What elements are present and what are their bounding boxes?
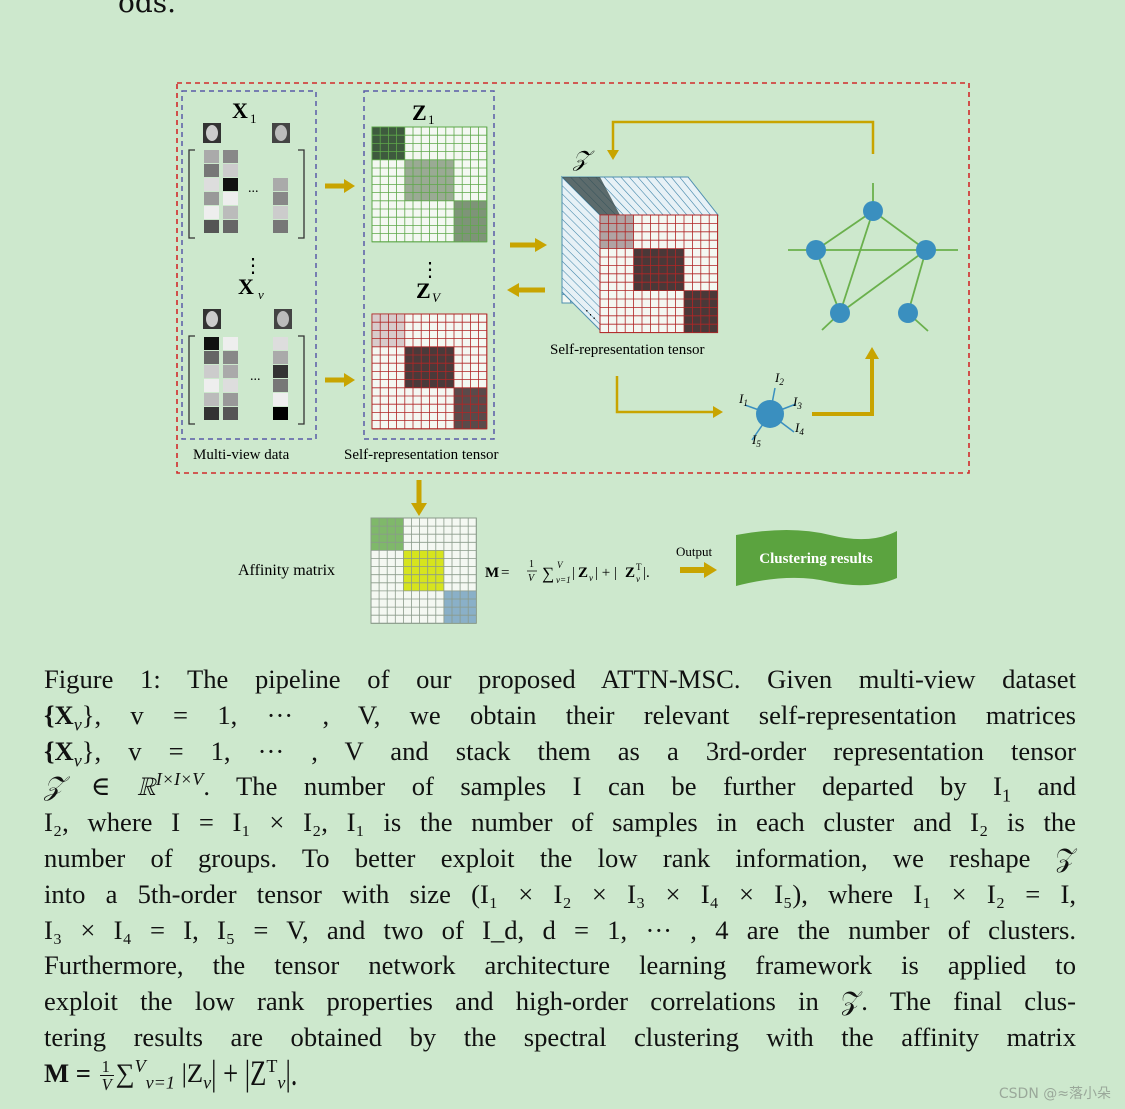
loop-arrowhead-top (607, 150, 619, 160)
svg-text:|: | (572, 565, 575, 581)
caption-line-2: {Xv}, v = 1, ··· , V, we obtain their re… (44, 699, 1076, 735)
svg-text:∑: ∑ (542, 564, 554, 583)
arrowhead-up (865, 347, 879, 359)
selfrep-frame (363, 90, 495, 440)
svg-text:T: T (636, 562, 642, 572)
graph-nodes (806, 201, 936, 323)
svg-text:| + |: | + | (595, 565, 617, 581)
figure-caption: Figure 1: The pipeline of our proposed A… (44, 662, 1076, 1093)
self-representation-tensor-cube: ⋱ (560, 175, 720, 334)
z1-label: Z (412, 100, 427, 125)
selfrep-caption-left: Self-representation tensor (344, 447, 499, 463)
caption-line-1: Figure 1: The pipeline of our proposed A… (44, 664, 1076, 694)
arrow-up-to-graph (812, 357, 874, 416)
affinity-formula: M = 1 V ∑ V v=1 | Z v | + | Z T v |. (485, 559, 650, 585)
z1-sub: 1 (428, 112, 435, 127)
svg-text:v=1: v=1 (556, 575, 571, 585)
data-column-cells (204, 150, 288, 420)
caption-line-7: into a 5th-order tensor with size (I₁ × … (44, 878, 1076, 909)
caption-line-8: I₃ × I₄ = I, I₅ = V, and two of I_d, d =… (44, 914, 1076, 945)
clustering-results-label: Clustering results (759, 551, 873, 567)
caption-line-9: Furthermore, the tensor network architec… (44, 950, 1076, 981)
svg-text:1: 1 (529, 559, 534, 570)
multiview-matrix-1 (188, 149, 305, 425)
svg-text:I5: I5 (751, 432, 761, 449)
arrow-to-tn (615, 376, 715, 414)
svg-text:I4: I4 (794, 420, 804, 437)
svg-text:⋱: ⋱ (585, 309, 596, 321)
tensor-network-node (744, 387, 797, 441)
svg-text:=: = (501, 565, 509, 581)
arrow-right-icon (325, 183, 537, 383)
arrowheads (344, 179, 547, 387)
zv-sub: V (432, 290, 442, 305)
ellipsis-2: ... (250, 369, 261, 384)
pipeline-figure: X 1 ... ... ⋮ X v Z 1 ⋮ Z V ⋱ Multi-view… (176, 82, 970, 624)
caption-line-3: {Xv}, v = 1, ··· , V and stack them as a… (44, 735, 1076, 770)
watermark: CSDN @≈落小朵 (998, 1086, 1111, 1102)
caption-line-11: tering results are obtained by the spect… (44, 1021, 1076, 1052)
caption-line-6: number of groups. To better exploit the … (44, 842, 1076, 873)
ellipsis-1: ... (248, 181, 259, 196)
multiview-caption: Multi-view data (193, 447, 290, 463)
clustering-results-banner (736, 530, 897, 586)
svg-text:V: V (528, 573, 536, 584)
svg-text:I3: I3 (792, 394, 802, 411)
arrowhead-to-tn (713, 406, 723, 418)
svg-text:v: v (589, 573, 593, 583)
output-arrowhead (704, 562, 717, 578)
loop-arrow-top (611, 120, 875, 154)
zv-label: Z (416, 278, 431, 303)
arrowhead-down (411, 503, 427, 516)
output-label: Output (676, 544, 713, 559)
xv-sub: v (258, 287, 264, 302)
svg-text:|.: |. (643, 565, 650, 581)
svg-text:I1: I1 (738, 391, 748, 408)
affinity-label: Affinity matrix (238, 562, 335, 579)
x1-sub: 1 (250, 111, 257, 126)
previous-text-fragment: ods. (118, 0, 177, 19)
zv-grid (371, 313, 488, 430)
outer-dashed-frame (176, 82, 970, 474)
svg-text:M: M (485, 565, 499, 581)
svg-text:Z: Z (625, 565, 635, 581)
face-icon (203, 123, 292, 329)
affinity-grid (370, 517, 477, 624)
z1-grid (371, 126, 488, 243)
caption-line-10: exploit the low rank properties and high… (44, 986, 1076, 1017)
svg-text:v: v (636, 574, 640, 584)
caption-line-5: I₂, where I = I₁ × I₂, I₁ is the number … (44, 807, 1076, 838)
selfrep-caption-right: Self-representation tensor (550, 342, 705, 358)
svg-text:V: V (557, 560, 564, 570)
multiview-frame (181, 90, 317, 440)
svg-text:I2: I2 (774, 370, 784, 387)
tn-index-labels: I1 I2 I3 I4 I5 (738, 370, 804, 449)
vdots-left: ⋮ (243, 255, 263, 277)
x1-label: X (232, 98, 248, 123)
caption-line-4: 𝒵 ∈ ℝI×I×V. The number of samples I can … (44, 769, 1077, 806)
zcal-label: 𝒵 (572, 146, 595, 171)
svg-text:Z: Z (578, 565, 588, 581)
vdots-mid: ⋮ (420, 259, 440, 281)
xv-label: X (238, 274, 254, 299)
